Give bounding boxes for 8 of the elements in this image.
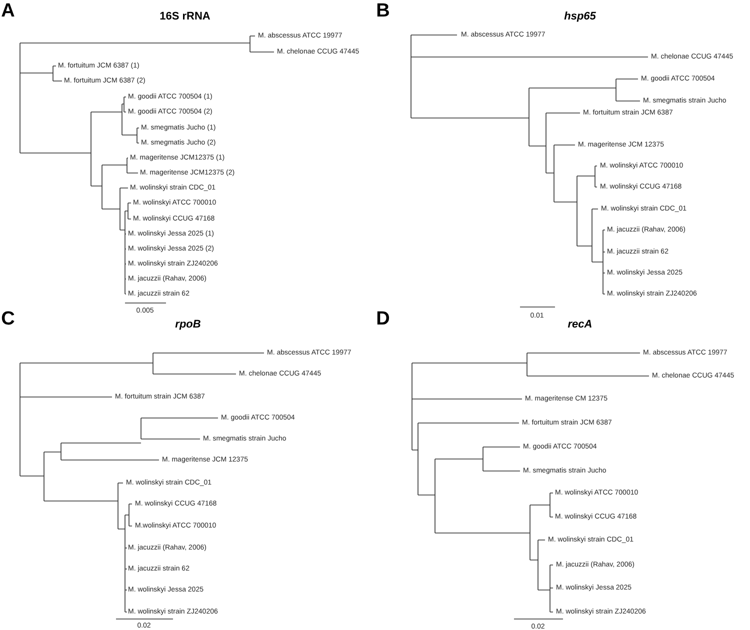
panel-letter: B	[376, 2, 390, 20]
panel-title: 16S rRNA	[160, 12, 210, 22]
panel-letter: A	[1, 2, 15, 20]
panel-title: hsp65	[564, 12, 596, 22]
panel-letter: C	[1, 310, 15, 328]
panel-letter: D	[376, 310, 390, 328]
panel-title: recA	[568, 320, 592, 330]
panel-title: rpoB	[175, 320, 201, 330]
